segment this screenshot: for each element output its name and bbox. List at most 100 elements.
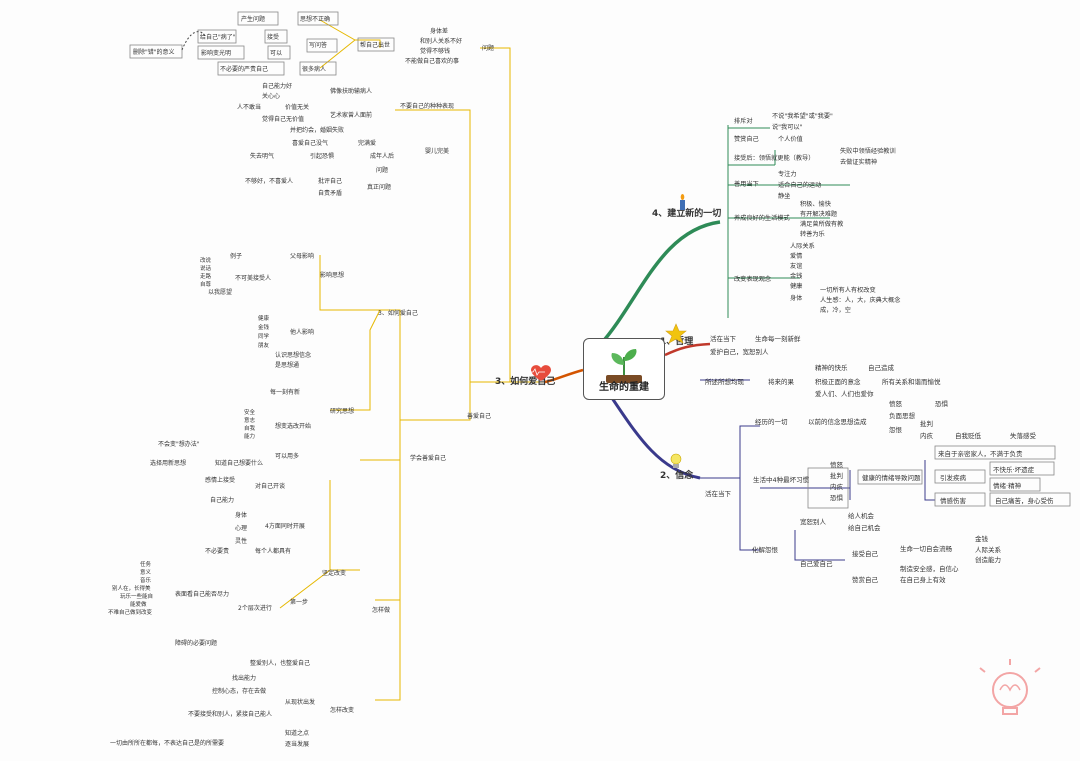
leaf-l2-2: 走路: [200, 272, 212, 280]
b2-h2: 给人机会: [848, 511, 875, 520]
b4-r27: 成，冷，空: [820, 306, 851, 314]
b2-m1: 生活中4种最坏习惯: [753, 475, 810, 484]
b3-k75: 不要接受和别人，紧接自己能人: [188, 710, 272, 718]
leaf-l4-1: 意义: [140, 568, 152, 576]
b4-r8: 去做证实精神: [840, 158, 877, 166]
b3-k39: 成年人后: [370, 152, 394, 160]
leaf-l1-0: 健康: [258, 314, 270, 322]
b1-item-1: 爱护自己，宽恕别人: [710, 347, 769, 356]
b3-k24: 可以: [270, 50, 282, 57]
b2-m3: 来自于亲密家人，不满于负责: [938, 449, 1023, 458]
b4-r20: 爱情: [790, 252, 802, 260]
b2-c9: 自我贬低: [955, 431, 982, 440]
b4-r15: 有开解决难题: [800, 210, 837, 218]
b2-h5: 接受自己: [852, 549, 879, 558]
brain-bulb-icon: [979, 659, 1041, 715]
b2-a3: 积极正面的意念: [815, 377, 861, 386]
b1-item-0: 活在当下: [710, 334, 737, 343]
b3-k57: 感情上接受: [205, 476, 235, 484]
b3-k31: 价值无关: [285, 103, 309, 111]
leaf-l2-1: 说话: [200, 264, 212, 272]
b4-r12: 静坐: [778, 192, 790, 200]
b4-r2: 不说"我希望"或"我要": [772, 112, 833, 120]
b3-k51: 研究思想: [330, 407, 354, 415]
b4-r19: 人际关系: [790, 242, 815, 250]
b3-k21: 给自己"病了": [200, 33, 236, 41]
b3-k30: 人不敢当: [237, 103, 261, 111]
b3-k28: 关心心: [262, 92, 280, 100]
heart-pulse-icon: [528, 365, 551, 381]
leaf-lists: 健康 金钱 同学 朋友 改说 说话 走路 自尊 安全 意志 自我 能力 任务 意…: [108, 256, 270, 616]
leaf-boxes: [129, 11, 1071, 509]
branch-b1-label: 1、哲理: [660, 335, 693, 347]
leaf-l3-1: 意志: [244, 416, 256, 424]
b3-k34: 并把约会，婚姻失败: [290, 126, 344, 134]
b3-k74: 从现状出发: [285, 698, 315, 706]
b2-item-0: 所述所想均现: [705, 377, 745, 386]
b3-k58: 对自己开谈: [255, 482, 285, 490]
b2-h8: 人际关系: [975, 545, 1002, 554]
b2-m4: 引发疾病: [940, 473, 967, 482]
center-node: 生命的重建: [583, 338, 665, 400]
b2-c5: 愤怒: [889, 399, 903, 408]
b3-k46: 他人影响: [290, 328, 314, 336]
b4-detail: 排斥对 不说"我希望"或"我要" 说"我可以" 赞赏自己 个人价值 接受后：领悟…: [734, 112, 900, 314]
b3-k27: 自己能力好: [262, 82, 292, 90]
leaf-l1-3: 朋友: [258, 341, 270, 349]
b4-r7: 失败中领悟经验教训: [840, 147, 896, 155]
b3-k44: 父母影响: [290, 252, 314, 260]
leaf-l4-4: 玩乐一些能自: [120, 592, 153, 600]
b3-k5: 影响思想: [320, 271, 344, 279]
star-icon: [665, 323, 687, 344]
b3-k35: 喜爱自己没气: [292, 139, 328, 147]
b2-m5: 不快乐·坏遗症: [993, 465, 1035, 474]
b3-k4b: 问题: [376, 166, 388, 174]
b2-l-0: 愤怒: [830, 460, 844, 469]
b3-k59: 坚定改变: [322, 569, 346, 577]
b2-m8: 自己痛苦，身心受伤: [995, 496, 1054, 505]
b2-l-1: 批判: [830, 471, 843, 480]
b3-k33: 觉得自己无价值: [262, 115, 304, 123]
b3-k80: 逐当发展: [285, 740, 309, 748]
b3-k48: 认识思想信念: [275, 351, 311, 359]
b2-l-2: 内疚: [830, 482, 844, 491]
b2-c3: 负面思想: [889, 411, 916, 420]
b2-c8: 恐惧: [935, 399, 949, 408]
b3-detail: 问题 身体差 和别人关系不好 觉得不够钱 不能做自己喜欢的事 帮自己出世 写问答…: [110, 15, 494, 748]
b3-k53: 可以用多: [275, 452, 299, 460]
leaf-l2-0: 改说: [200, 256, 212, 264]
leaf-l4-3: 别人在，长得美: [112, 584, 151, 592]
b3-k73: 控制心态，存在去做: [212, 687, 266, 695]
b3-k23: 影响变光明: [201, 49, 231, 57]
b2-c7: 内疚: [920, 431, 934, 440]
b2-h12: 在自己身上有效: [900, 575, 946, 584]
b4-r5: 个人价值: [778, 135, 803, 143]
b2-c6: 批判: [920, 419, 933, 428]
b4-r6: 接受后：领悟就更能（教导）: [734, 154, 814, 162]
b3-k38: 完满爱: [358, 139, 376, 147]
b2-a4: 所有关系和谐而愉悦: [882, 377, 941, 386]
b2-h6: 生命一切自会流畅: [900, 544, 953, 553]
b2-h10: 制造安全感，自信心: [900, 564, 959, 573]
b2-l-3: 恐惧: [830, 493, 844, 502]
b3-k66: 每个人都具有: [255, 547, 291, 555]
b3-k41: 批评自己: [318, 177, 342, 185]
leaf-l3-0: 安全: [244, 408, 256, 416]
leaf-l4-6: 不难自己做到改变: [108, 608, 153, 616]
b2-c2: 以前的信念思想造成: [808, 417, 867, 426]
b3-k77: 知道之点: [285, 729, 309, 737]
b3-k65: 不必要责: [205, 547, 229, 555]
sprout-icon: [606, 349, 642, 383]
b3-k37: 引起恐惧: [310, 152, 334, 160]
b2-m6: 情绪·精神: [993, 481, 1021, 490]
b4-r1: 排斥对: [734, 117, 753, 125]
b3-k42: 自责矛盾: [318, 189, 342, 197]
b2-h3: 给自己机会: [848, 523, 881, 532]
b2-lines: [700, 379, 935, 561]
b4-r16: 满足曾所做有教: [800, 220, 843, 228]
bulb-icon: [670, 453, 682, 468]
center-title: 生命的重建: [599, 382, 649, 393]
b2-h1: 宽恕别人: [800, 517, 827, 526]
b3-k26: 很多病人: [302, 65, 326, 73]
